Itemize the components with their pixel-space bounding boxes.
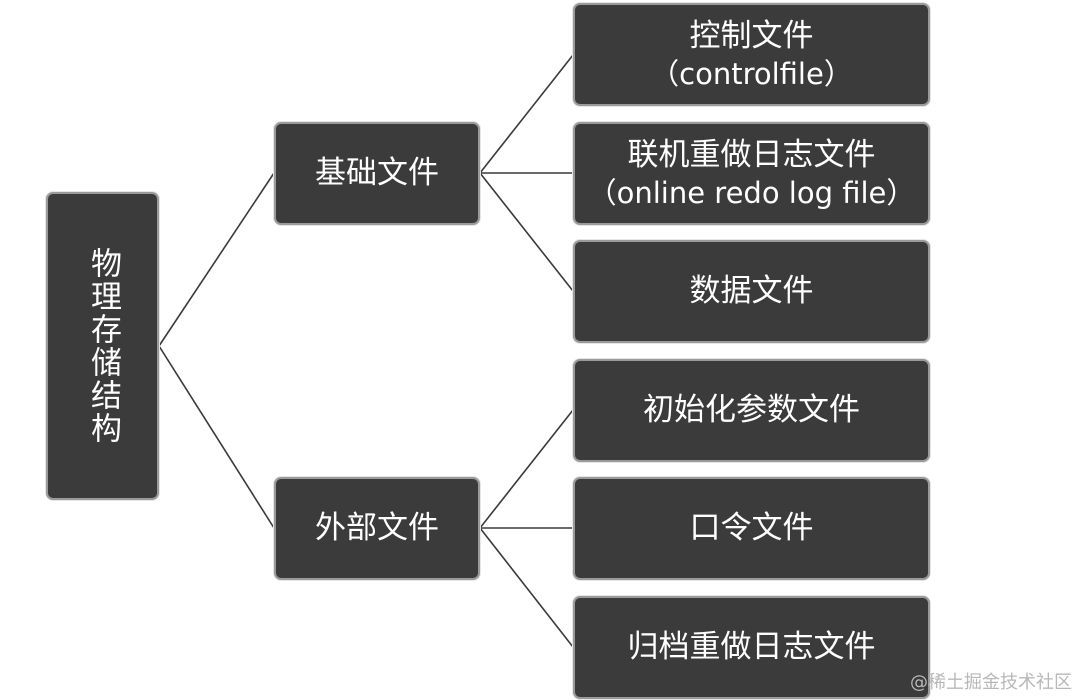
leaf-node-title: 控制文件 xyxy=(689,18,814,54)
leaf-node-title: 数据文件 xyxy=(689,273,814,310)
leaf-node-data-file: 数据文件 xyxy=(573,240,930,343)
leaf-node-title: 归档重做日志文件 xyxy=(627,629,876,666)
leaf-node-password-file: 口令文件 xyxy=(573,477,930,580)
leaf-node-title: 初始化参数文件 xyxy=(643,392,860,429)
connector-root-external xyxy=(158,345,275,529)
connector-basic-control xyxy=(479,54,574,174)
branch-node-basic-files: 基础文件 xyxy=(274,122,480,225)
connector-external-init xyxy=(479,409,574,529)
leaf-node-subtitle: （controlfile） xyxy=(650,56,853,91)
branch-node-external-files: 外部文件 xyxy=(274,477,480,580)
leaf-node-init-parameter-file: 初始化参数文件 xyxy=(573,359,930,462)
connector-external-archive xyxy=(479,527,574,648)
leaf-node-subtitle: （online redo log file） xyxy=(587,175,916,210)
connector-root-basic xyxy=(158,172,275,347)
root-node-label: 物理存储结构 xyxy=(85,247,121,445)
leaf-node-archived-redo-log-file: 归档重做日志文件 xyxy=(573,596,930,699)
connector-basic-data xyxy=(479,172,574,292)
watermark-text: @稀土掘金技术社区 xyxy=(910,672,1072,693)
branch-node-label: 外部文件 xyxy=(315,510,439,547)
leaf-node-control-file: 控制文件 （controlfile） xyxy=(573,3,930,106)
root-node-physical-storage-structure: 物理存储结构 xyxy=(46,192,159,500)
leaf-node-online-redo-log-file: 联机重做日志文件 （online redo log file） xyxy=(573,122,930,225)
leaf-node-title: 联机重做日志文件 xyxy=(627,137,876,173)
leaf-node-title: 口令文件 xyxy=(689,510,814,547)
branch-node-label: 基础文件 xyxy=(315,155,439,192)
